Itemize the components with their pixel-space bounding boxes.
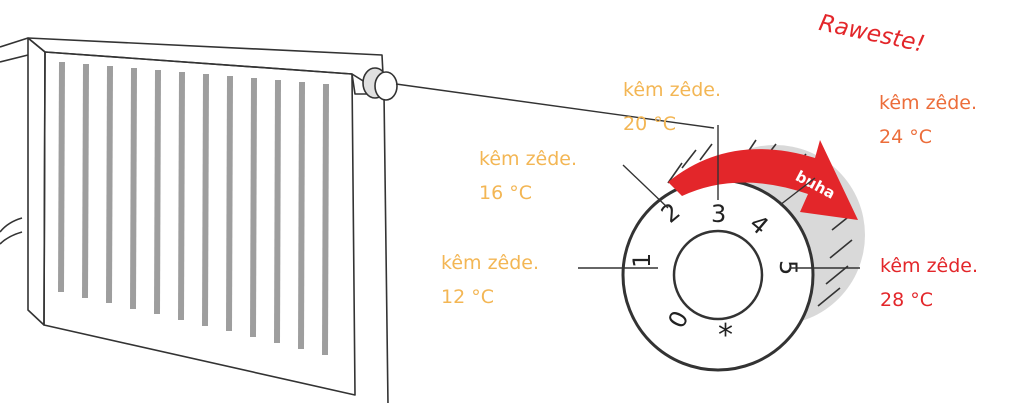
radiator-fins	[58, 61, 329, 356]
label-28c: kêm zêde. 28 °C	[880, 249, 978, 317]
label-16c-temp: 16 °C	[479, 182, 532, 204]
label-16c: kêm zêde. 16 °C	[479, 142, 577, 210]
dial-number-1: 1	[628, 253, 656, 268]
label-20c: kêm zêde. 20 °C	[623, 73, 721, 141]
label-28c-name: kêm zêde.	[880, 255, 979, 277]
dial-number-5: 5	[774, 260, 802, 275]
label-12c-name: kêm zêde.	[441, 252, 540, 274]
label-24c-temp: 24 °C	[879, 126, 932, 148]
label-28c-temp: 28 °C	[880, 289, 933, 311]
label-20c-temp: 20 °C	[623, 113, 676, 135]
radiator-icon	[0, 37, 389, 403]
leader-lines	[578, 125, 860, 269]
label-24c-name: kêm zêde.	[879, 92, 978, 114]
thermostat-valve-icon	[362, 67, 398, 101]
label-12c: kêm zêde. 12 °C	[441, 246, 539, 314]
dial-number-3: 3	[711, 200, 726, 228]
snowflake-icon: *	[718, 318, 733, 353]
label-20c-name: kêm zêde.	[623, 79, 722, 101]
label-16c-name: kêm zêde.	[479, 148, 578, 170]
dial-knob-icon	[621, 139, 865, 372]
label-24c: kêm zêde. 24 °C	[879, 86, 977, 154]
label-12c-temp: 12 °C	[441, 286, 494, 308]
direction-arrow-icon	[668, 140, 858, 220]
